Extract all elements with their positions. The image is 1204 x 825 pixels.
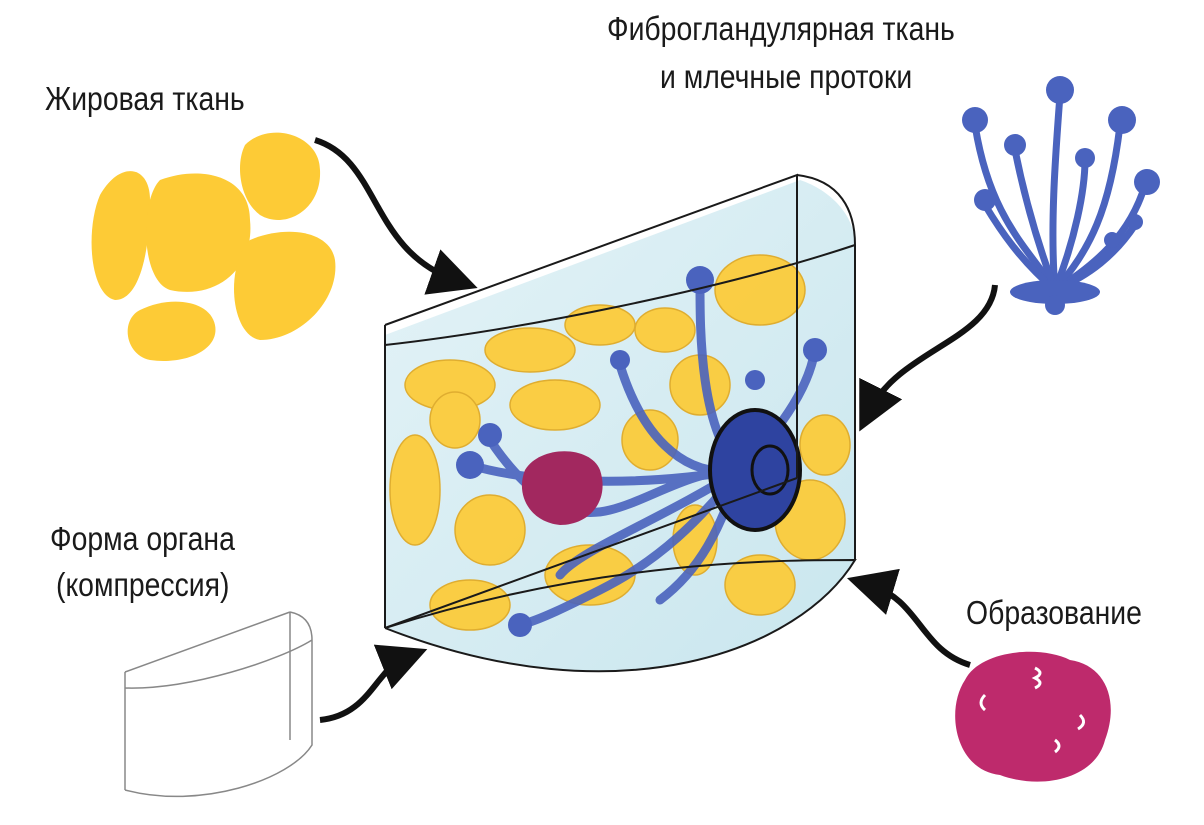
label-organ-shape-line1: Форма органа [50,520,235,557]
organ-shape-icon [124,611,313,798]
label-fat-tissue: Жировая ткань [45,80,245,117]
arrow-fibro [859,284,998,432]
arrow-fat [314,137,478,295]
label-lesion: Образование [966,594,1142,631]
arrow-shape [319,644,428,723]
arrows [314,137,998,723]
fat-lobules [389,254,851,631]
fibroglandular-tissue-icon [962,76,1160,315]
arrow-lesion [847,568,971,668]
fat-tissue-icon [91,132,336,361]
lesion-in-model [521,451,603,525]
compressed-breast-model [384,173,857,673]
label-organ-shape-line2: (компрессия) [56,566,230,603]
label-fibroglandular-line2: и млечные протоки [660,58,913,95]
nipple-areola [708,408,802,532]
label-fibroglandular-line1: Фиброгландулярная ткань [607,10,955,47]
lesion-icon [955,651,1111,782]
